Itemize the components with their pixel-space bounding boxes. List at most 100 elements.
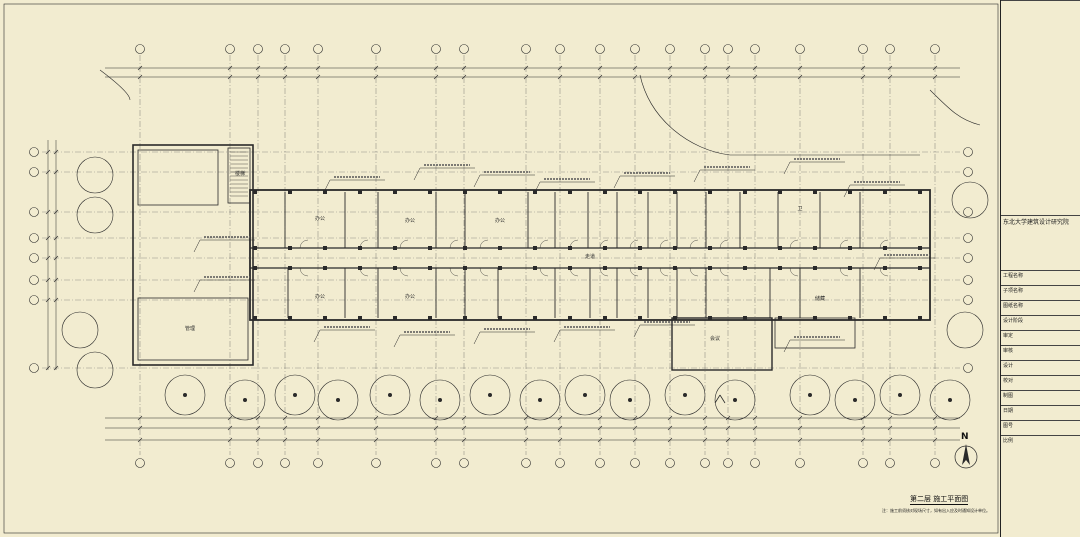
tree (789, 374, 831, 416)
dimension-tick (373, 74, 379, 80)
column (673, 190, 677, 194)
grid-bubble (135, 458, 145, 468)
dimension-tick (797, 415, 803, 421)
column (393, 266, 397, 270)
column (918, 266, 922, 270)
door-swing (629, 239, 639, 249)
dimension-tick (725, 437, 731, 443)
dimension-tick (860, 415, 866, 421)
tree-center (183, 393, 187, 397)
column (813, 246, 817, 250)
tree (951, 181, 989, 219)
column (603, 246, 607, 250)
room-label: 办公 (405, 293, 415, 300)
dimension-tick (433, 437, 439, 443)
tree (61, 311, 99, 349)
grid-bubble (29, 233, 39, 243)
room-label: 储藏 (815, 295, 825, 302)
column (323, 316, 327, 320)
column (883, 246, 887, 250)
door-swing (449, 267, 459, 277)
room-label: 管理 (185, 325, 195, 332)
grid-bubble (595, 458, 605, 468)
grid-bubble (135, 44, 145, 54)
column (428, 316, 432, 320)
dimension-tick (255, 425, 261, 431)
door-swing (539, 239, 549, 249)
grid-bubble (930, 458, 940, 468)
dimension-tick (557, 415, 563, 421)
grid-bubble (795, 44, 805, 54)
tree-center (628, 398, 632, 402)
dimension-tick (255, 437, 261, 443)
column (533, 316, 537, 320)
title-block-row: 日期 (1001, 405, 1080, 420)
tree-center (336, 398, 340, 402)
dimension-tick (373, 425, 379, 431)
dimension-tick (932, 74, 938, 80)
door-swing (689, 239, 699, 249)
grid-bubble (225, 458, 235, 468)
tree (76, 351, 114, 389)
dimension-tick (53, 255, 59, 261)
column (533, 266, 537, 270)
annotation-leader (783, 161, 791, 175)
door-swing (449, 239, 459, 249)
dimension-tick (255, 65, 261, 71)
annotation-leader (843, 184, 851, 198)
column (918, 316, 922, 320)
porch (774, 317, 856, 349)
dimension-tick (373, 437, 379, 443)
column (568, 190, 572, 194)
tree (564, 374, 606, 416)
grid-bubble (885, 44, 895, 54)
toilet-room (137, 149, 219, 206)
grid-bubble (521, 44, 531, 54)
tree (834, 379, 876, 421)
column (603, 316, 607, 320)
grid-bubble (750, 458, 760, 468)
annotation-leader (313, 329, 321, 343)
dimension-tick (667, 425, 673, 431)
room-label: 走道 (585, 253, 595, 260)
dimension-tick (932, 415, 938, 421)
dimension-tick (373, 65, 379, 71)
grid-bubble (700, 44, 710, 54)
dimension-tick (557, 425, 563, 431)
door-swing (789, 239, 799, 249)
grid-bubble (963, 167, 973, 177)
dimension-tick (523, 74, 529, 80)
grid-bubble (723, 458, 733, 468)
dimension-tick (725, 425, 731, 431)
grid-bubble (29, 167, 39, 177)
column (393, 246, 397, 250)
title-block-row: 设计 (1001, 360, 1080, 375)
dimension-tick (137, 437, 143, 443)
tree (879, 374, 921, 416)
dimension-tick (461, 437, 467, 443)
dimension-tick (227, 437, 233, 443)
column (743, 316, 747, 320)
door-swing (359, 267, 369, 277)
site-road (639, 74, 920, 156)
tree-center (293, 393, 297, 397)
door-swing (359, 239, 369, 249)
dimension-tick (315, 74, 321, 80)
column (708, 190, 712, 194)
column (428, 190, 432, 194)
door-swing (599, 267, 609, 277)
door-swing (659, 239, 669, 249)
grid-bubble (313, 458, 323, 468)
dimension-tick (523, 65, 529, 71)
door-swing (839, 239, 849, 249)
dimension-tick (45, 255, 51, 261)
grid-bubble (29, 275, 39, 285)
column (253, 316, 257, 320)
grid-bubble (963, 275, 973, 285)
tree (714, 379, 756, 421)
title-block-row: 工程名称 (1001, 270, 1080, 285)
grid-bubble (930, 44, 940, 54)
annotation-leader (393, 334, 401, 348)
dimension-tick (315, 65, 321, 71)
